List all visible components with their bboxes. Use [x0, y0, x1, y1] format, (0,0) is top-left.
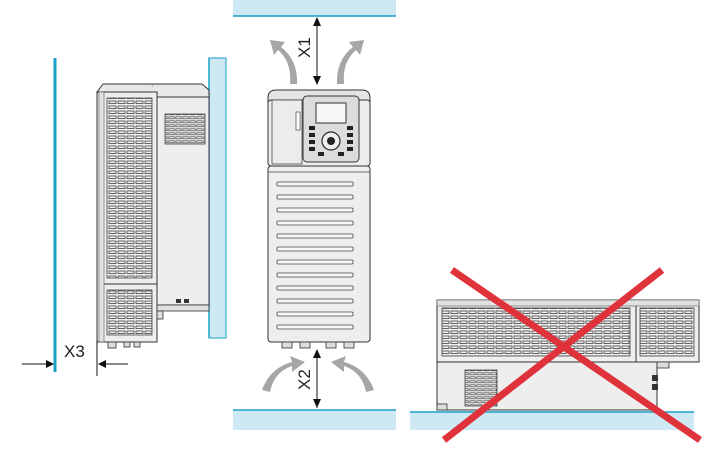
x3-dimension: X3 — [22, 340, 128, 376]
side-rear-wall — [208, 57, 227, 339]
horizontal-floor — [410, 412, 694, 430]
horizontal-mounting-forbidden — [410, 267, 702, 443]
x1-dimension: X1 — [295, 17, 321, 85]
drive-front — [267, 89, 371, 349]
x2-dimension: X2 — [295, 349, 321, 408]
red-cross-icon — [441, 267, 702, 443]
front-top-ceiling — [233, 0, 396, 16]
drive-lying-flat — [436, 299, 700, 411]
front-vent-slots — [276, 181, 354, 330]
x3-label: X3 — [64, 342, 85, 361]
front-bottom-floor — [233, 410, 396, 430]
drive-side-profile — [96, 83, 210, 349]
front-view: X1 X2 — [233, 0, 396, 430]
airflow-arrow-icon — [262, 40, 374, 392]
x2-label: X2 — [295, 369, 314, 390]
keypad-display — [315, 102, 347, 124]
x1-label: X1 — [295, 37, 314, 58]
side-view: X3 — [22, 57, 227, 376]
